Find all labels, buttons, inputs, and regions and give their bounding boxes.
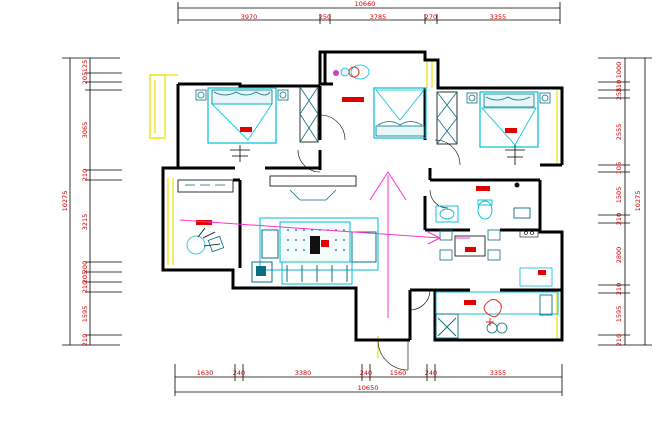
plant bbox=[348, 66, 360, 78]
room-tag bbox=[465, 247, 476, 252]
bottom-dim-segment: 1560 bbox=[390, 369, 407, 377]
top-dim-segment: 250 bbox=[319, 13, 331, 21]
wardrobe-left bbox=[299, 86, 319, 143]
bottom-dimensions bbox=[174, 364, 563, 396]
right-dim-segment: 105 bbox=[615, 162, 623, 174]
door-swings bbox=[297, 114, 461, 371]
left-dim-segment: 1595 bbox=[81, 306, 89, 323]
plant bbox=[333, 70, 339, 76]
bottom-dim-segment: 3380 bbox=[295, 369, 312, 377]
room-tag bbox=[196, 220, 212, 225]
bottom-dim-segment: 240 bbox=[233, 369, 245, 377]
flow-arrows bbox=[179, 171, 470, 318]
plant-left bbox=[186, 227, 221, 255]
tv-cabinet bbox=[269, 175, 357, 201]
room-tag bbox=[342, 97, 364, 102]
left-dim-segment: 3215 bbox=[81, 214, 89, 231]
kitchen-counter bbox=[435, 291, 559, 339]
left-dim-segment: 205 bbox=[81, 72, 89, 84]
shelf-left bbox=[177, 179, 234, 193]
right-dim-segment: 210 bbox=[615, 213, 623, 225]
room-tag bbox=[240, 127, 252, 132]
bottom-dim-segment: 1630 bbox=[197, 369, 214, 377]
sofa-area bbox=[251, 217, 379, 285]
right-dim-segment: 210 bbox=[615, 334, 623, 346]
floor-drain bbox=[514, 182, 520, 188]
bottom-dim-segment: 240 bbox=[425, 369, 437, 377]
right-dim-segment: 1000 bbox=[615, 62, 623, 79]
right-dim-segment: 2555 bbox=[615, 124, 623, 141]
chair-left bbox=[207, 235, 225, 253]
bed-center bbox=[373, 87, 427, 139]
top-dim-segment: 270 bbox=[425, 13, 437, 21]
left-dim-segment: 205 bbox=[81, 271, 89, 283]
coffee-table bbox=[310, 236, 320, 254]
left-dim-segment: 210 bbox=[81, 334, 89, 346]
room-tag bbox=[538, 270, 546, 275]
right-dim-segment: 255 bbox=[615, 88, 623, 100]
top-dim-segment: 3785 bbox=[370, 13, 387, 21]
left-dim-segment: 210 bbox=[81, 169, 89, 181]
top-dim-segment: 3355 bbox=[490, 13, 507, 21]
dining-table bbox=[439, 229, 501, 261]
left-dim-segment: 200 bbox=[81, 261, 89, 273]
right-dim-segment: 1595 bbox=[615, 306, 623, 323]
room-tag bbox=[321, 240, 329, 247]
kitchen-sink bbox=[519, 229, 539, 238]
bed-right bbox=[466, 91, 551, 165]
bottom-dim-segment: 3355 bbox=[490, 369, 507, 377]
left-total-dimension: 10275 bbox=[61, 191, 69, 212]
plant-kitchen bbox=[483, 298, 502, 326]
top-total-dimension: 10660 bbox=[355, 0, 376, 8]
left-dimensions bbox=[62, 57, 122, 346]
right-dim-segment: 2800 bbox=[615, 247, 623, 264]
top-dim-segment: 3970 bbox=[241, 13, 258, 21]
right-total-dimension: 10275 bbox=[634, 191, 642, 212]
right-dim-segment: 1505 bbox=[615, 187, 623, 204]
walls bbox=[161, 50, 564, 342]
room-tag bbox=[476, 186, 490, 191]
top-dimensions bbox=[177, 2, 561, 24]
wardrobe-right bbox=[436, 91, 458, 145]
bath-fixtures bbox=[435, 199, 531, 223]
bottom-dim-segment: 240 bbox=[360, 369, 372, 377]
right-dimensions bbox=[598, 57, 652, 346]
left-dim-segment: 125 bbox=[81, 60, 89, 72]
right-dim-segment: 210 bbox=[615, 80, 623, 92]
left-dim-segment: 210 bbox=[81, 281, 89, 293]
sideboard bbox=[519, 267, 553, 287]
bed-left bbox=[195, 87, 289, 162]
left-dim-segment: 3065 bbox=[81, 122, 89, 139]
toilet-top bbox=[340, 64, 370, 80]
room-tag bbox=[505, 128, 517, 133]
floor-lamp bbox=[256, 266, 266, 276]
stove bbox=[486, 322, 508, 334]
room-tag bbox=[464, 300, 476, 305]
bottom-total-dimension: 10650 bbox=[358, 384, 379, 392]
right-dim-segment: 210 bbox=[615, 283, 623, 295]
